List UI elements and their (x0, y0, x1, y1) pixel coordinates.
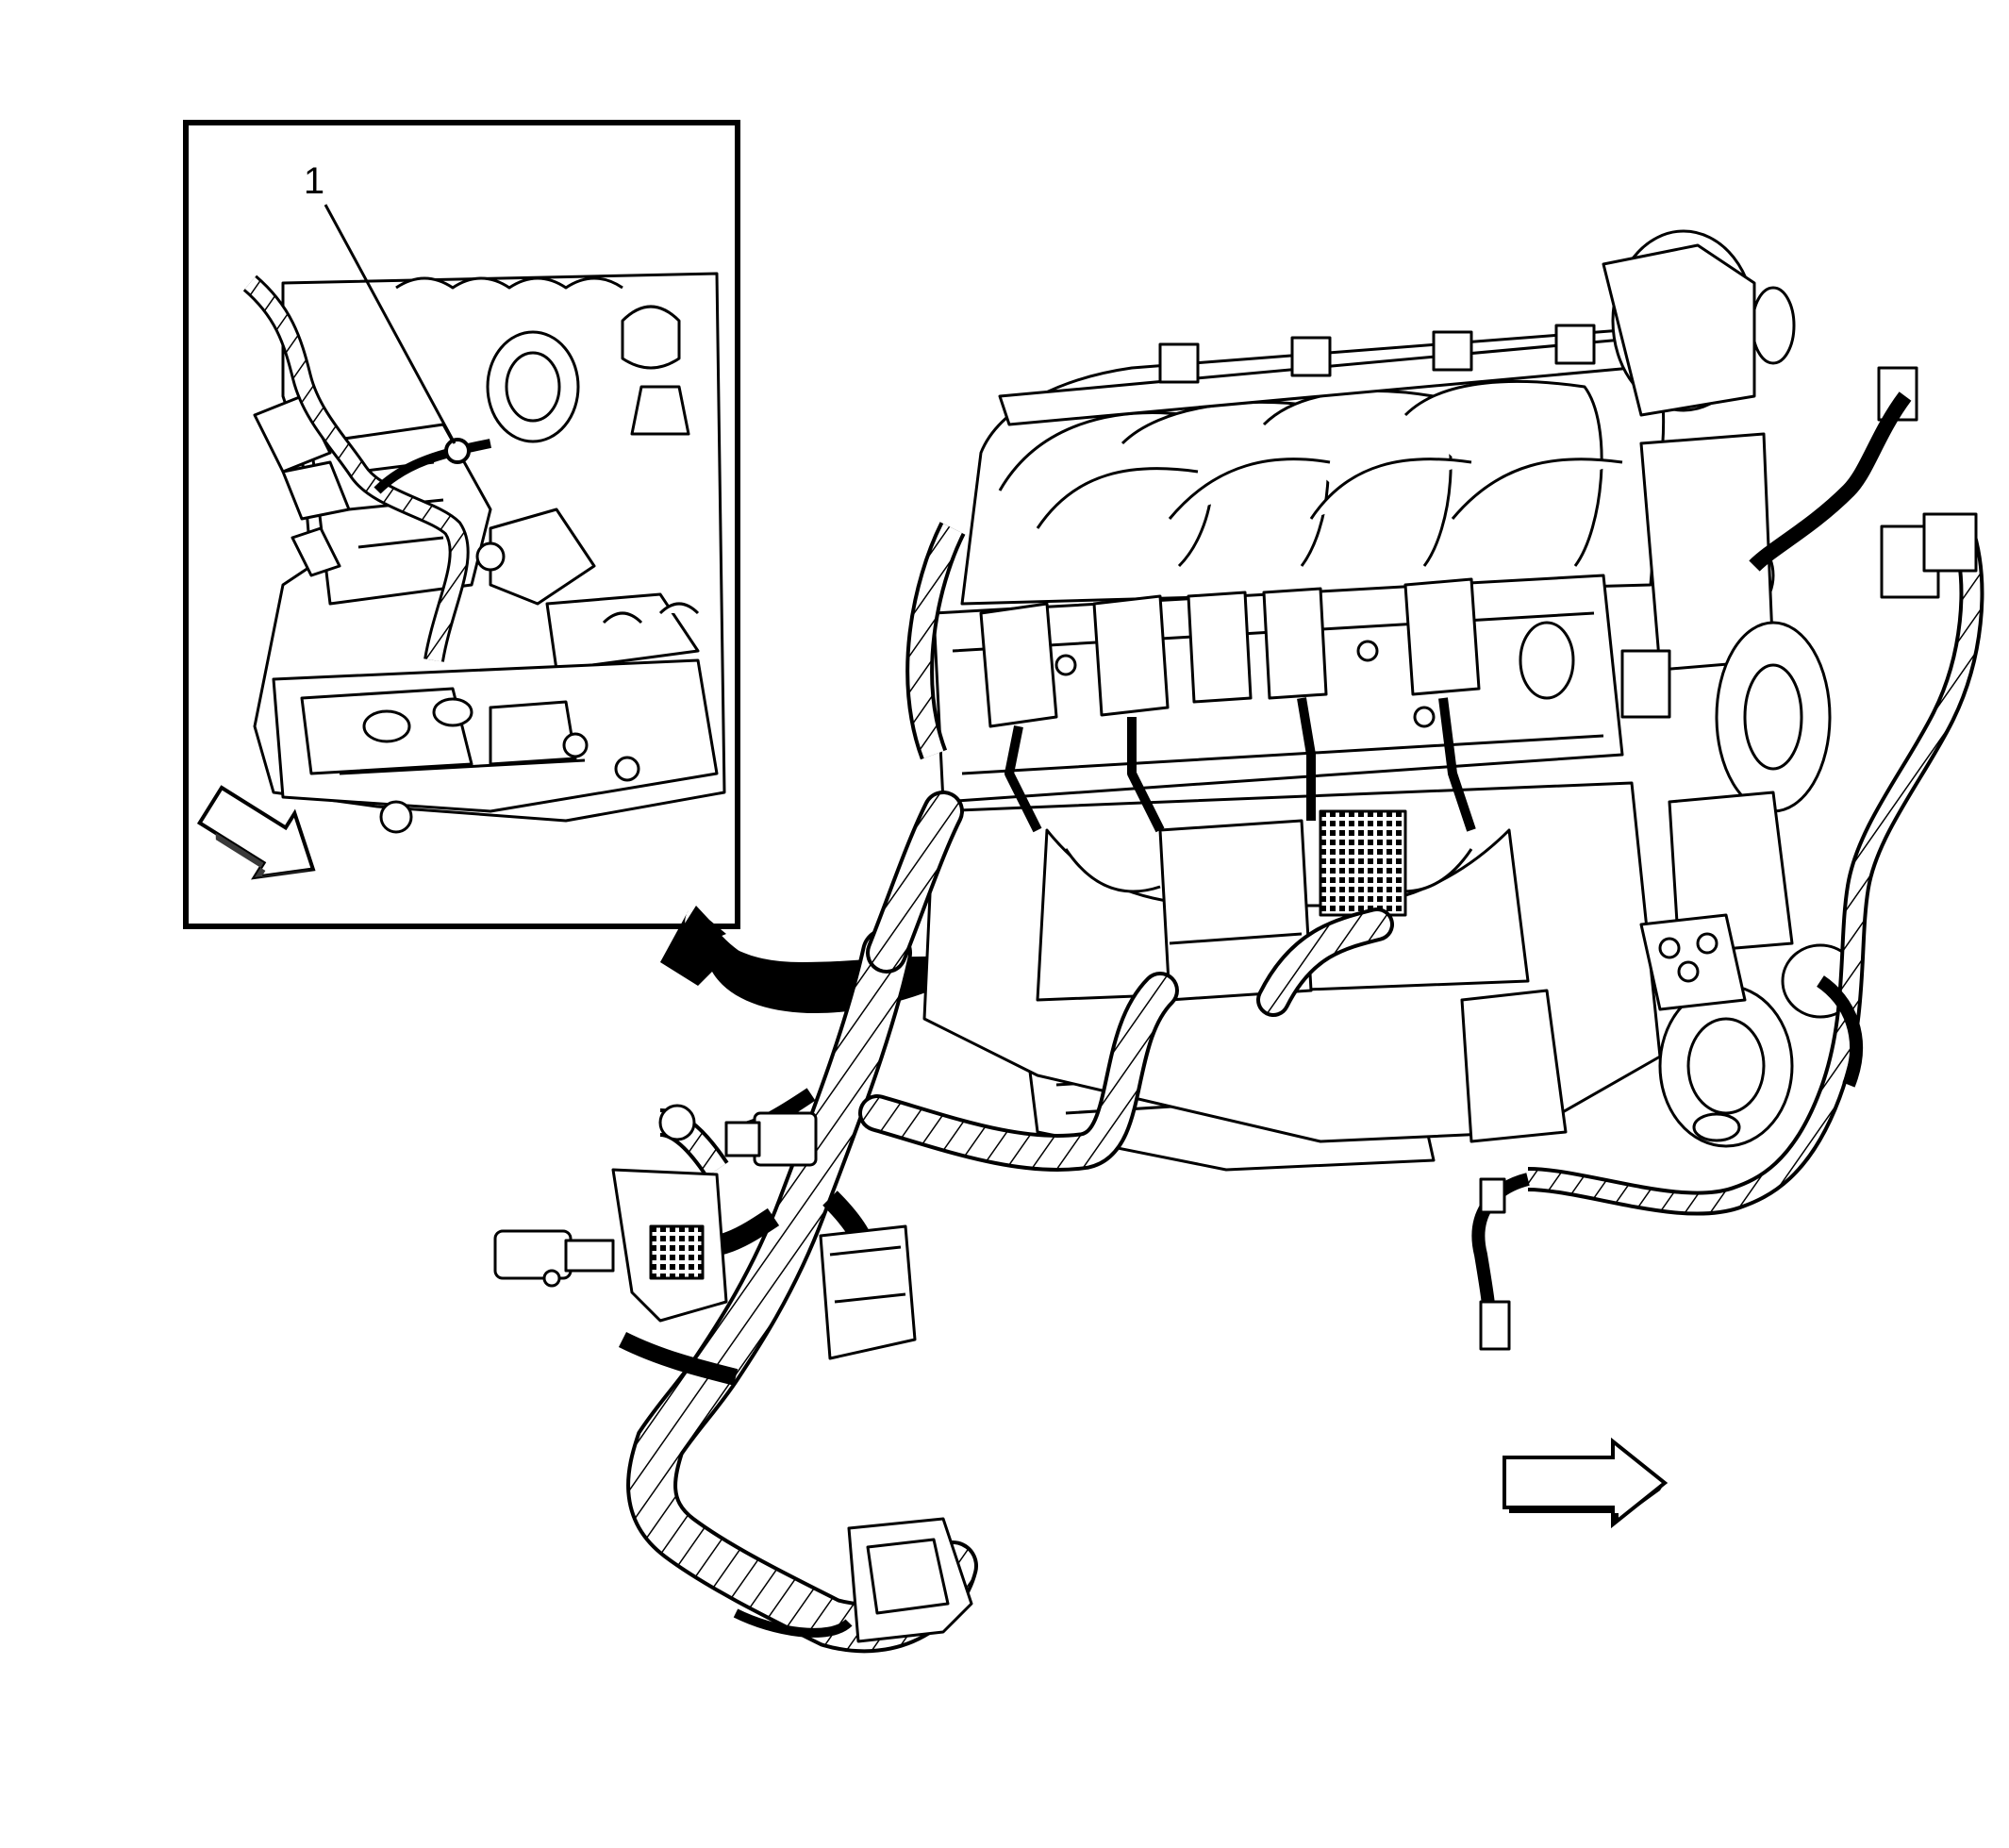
detail-inset: 1 (183, 120, 740, 929)
inset-engine-detail (253, 272, 726, 834)
engine-wiring-harness (618, 391, 1984, 1654)
engine-assembly (922, 229, 1940, 1172)
forward-direction-arrow-icon (1503, 1437, 1669, 1529)
forward-direction-arrow-icon (196, 785, 316, 880)
harness-connectors (493, 512, 1978, 1643)
ground-bolt (444, 438, 471, 464)
callout-leader-line (324, 204, 457, 444)
callout-label: 1 (304, 160, 324, 202)
